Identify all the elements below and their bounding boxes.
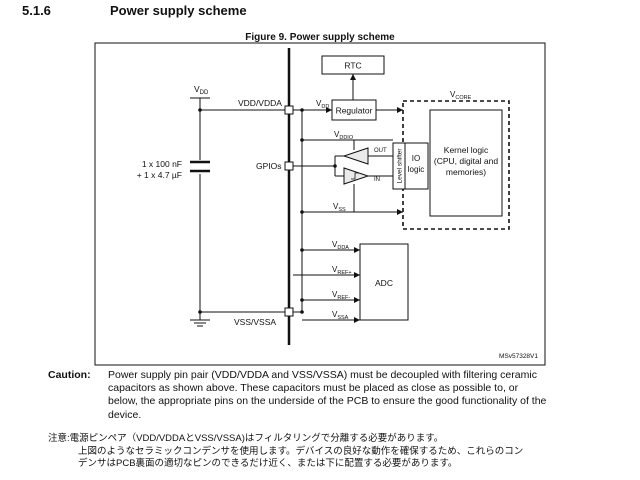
kernel-label-3: memories) [446, 167, 486, 177]
caution-label: Caution: [48, 369, 91, 381]
pin-label-vss-vssa: VSS/VSSA [234, 317, 276, 327]
adc-label: ADC [375, 278, 393, 288]
section-title: Power supply scheme [110, 3, 247, 18]
regulator-vdd-label: VDD [316, 99, 329, 110]
io-label-2: logic [408, 165, 424, 174]
vddio-label: VDDIO [334, 130, 354, 141]
japanese-note-line-2: 上図のようなセラミックコンデンサを使用します。デバイスの良好な動作を確保するため… [78, 445, 524, 457]
power-supply-diagram: VDD 1 x 100 nF + 1 x 4.7 µF VDD/VDDA GPI… [94, 42, 546, 366]
japanese-note: 注意:電源ピンペア（VDD/VDDAとVSS/VSSA)はフィルタリングで分離す… [48, 433, 608, 471]
pin-label-vdd-vdda: VDD/VDDA [238, 98, 282, 108]
kernel-logic-block [429, 109, 503, 217]
junction-dots [198, 108, 337, 314]
japanese-note-line-1: 注意:電源ピンペア（VDD/VDDAとVSS/VSSA)はフィルタリングで分離す… [48, 433, 444, 444]
vcore-label: VCORE [450, 90, 472, 101]
vssa-label: VSSA [332, 310, 349, 321]
japanese-note-line-3: デンサはPCB裏面の適切なピンのできるだけ近く、または下に配置する必要があります… [78, 458, 458, 469]
ground-icon [190, 316, 210, 327]
vdd-supply-label: VDD [194, 84, 209, 96]
rtc-label: RTC [344, 61, 361, 71]
regulator-label: Regulator [336, 106, 373, 116]
section-number: 5.1.6 [22, 3, 51, 18]
vss-core-label: VSS [333, 202, 346, 213]
level-shifter-label: Level shifter [397, 148, 404, 184]
figure-frame [94, 42, 546, 366]
caution-text: Power supply pin pair (VDD/VDDA and VSS/… [108, 369, 547, 421]
adc-block [359, 243, 409, 321]
kernel-label-2: (CPU, digital and [434, 156, 499, 166]
pin-vss [284, 307, 294, 317]
figure-caption: Figure 9. Power supply scheme [245, 32, 395, 43]
caps-label-1: 1 x 100 nF [142, 159, 182, 169]
vrefp-label: VREF+ [332, 265, 352, 276]
vrefm-label: VREF- [332, 290, 350, 301]
figure-code: MSv57328V1 [499, 353, 538, 360]
caps-label-2: + 1 x 4.7 µF [137, 170, 182, 180]
pin-gpio [284, 161, 294, 171]
vcore-domain [402, 100, 510, 230]
level-shifter-block [392, 142, 406, 190]
pin-label-gpios: GPIOs [256, 161, 282, 171]
in-label: IN [374, 177, 380, 183]
kernel-label-1: Kernel logic [444, 145, 489, 155]
pin-vdd [284, 105, 294, 115]
decoupling-capacitor [190, 160, 210, 174]
out-label: OUT [374, 148, 387, 154]
io-label-1: IO [412, 154, 420, 163]
input-buffer-icon [335, 167, 393, 185]
vdda-label: VDDA [332, 240, 349, 251]
